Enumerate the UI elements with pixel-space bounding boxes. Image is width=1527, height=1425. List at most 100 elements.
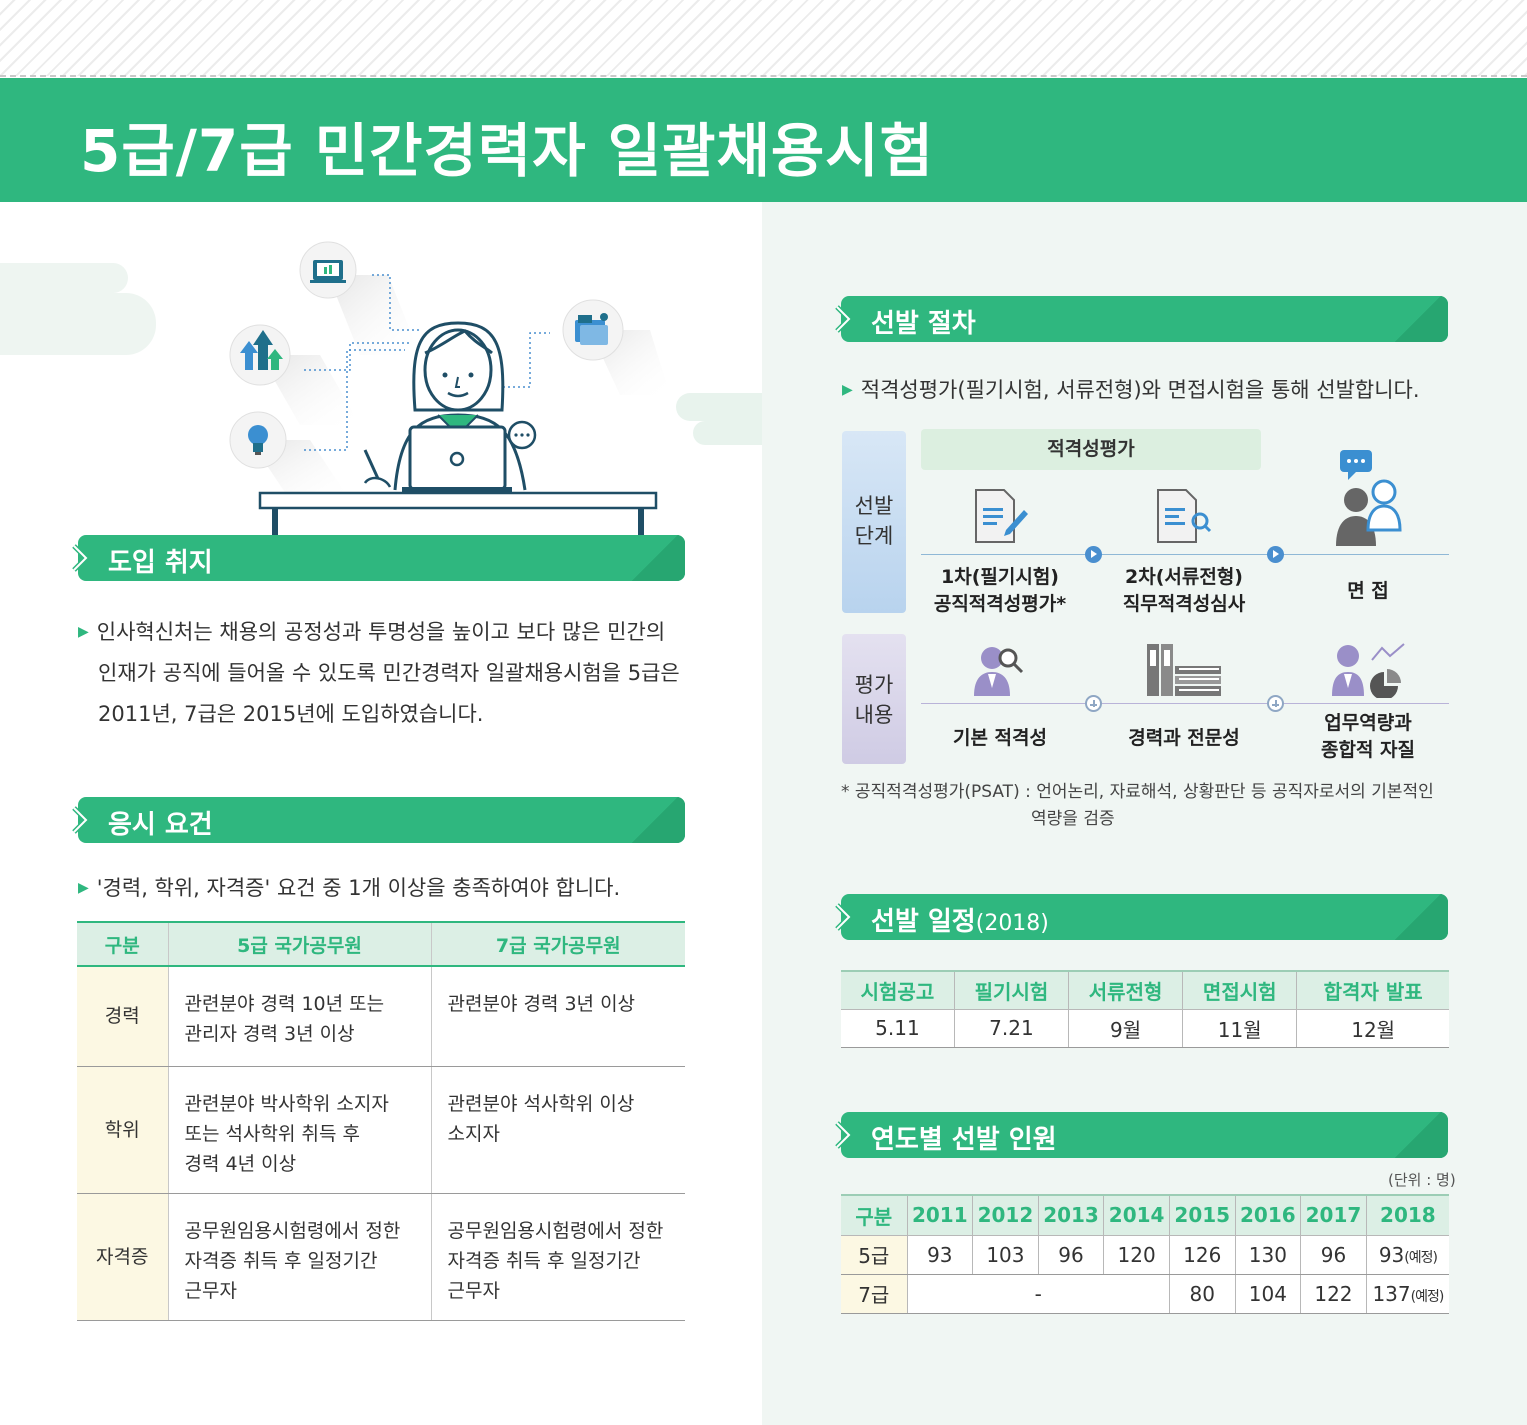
requirements-lead: ▶'경력, 학위, 자격증' 요건 중 1개 이상을 충족하여야 합니다.	[78, 876, 621, 900]
table-row: 경력 관련분야 경력 10년 또는 관리자 경력 3년 이상 관련분야 경력 3…	[77, 966, 685, 1067]
eval-label-box: 평가 내용	[842, 634, 906, 764]
section-title: 도입 취지	[108, 548, 213, 578]
table-cell: 120	[1103, 1234, 1170, 1275]
row-label: 5급	[841, 1234, 907, 1275]
decor-shape	[0, 293, 156, 355]
row-category: 경력	[77, 966, 168, 1067]
table-header: 서류전형	[1068, 970, 1183, 1009]
section-header-yearly: 연도별 선발 인원	[835, 1112, 1448, 1158]
intro-text: ▶인사혁신처는 채용의 공정성과 투명성을 높이고 보다 많은 민간의 인재가 …	[78, 612, 688, 735]
section-header-procedure: 선발 절차	[835, 296, 1448, 342]
stage-label-box: 선발 단계	[842, 431, 906, 613]
table-row: 자격증 공무원임용시험령에서 정한 자격증 취득 후 일정기간 근무자 공무원임…	[77, 1193, 685, 1321]
chevron-right-icon	[72, 806, 90, 834]
g5-cell: 관련분야 박사학위 소지자 또는 석사학위 취득 후 경력 4년 이상	[167, 1066, 431, 1194]
table-header: 시험공고	[841, 970, 955, 1009]
table-cell: 122	[1300, 1273, 1367, 1314]
section-title: 응시 요건	[108, 810, 213, 840]
requirements-table: 구분 5급 국가공무원 7급 국가공무원 경력 관련분야 경력 10년 또는 관…	[77, 921, 685, 1321]
decor-shape	[0, 263, 128, 293]
table-cell: 5.11	[841, 1008, 955, 1048]
table-cell: -	[906, 1273, 1170, 1314]
table-header: 2013	[1037, 1194, 1104, 1235]
section-title: 선발 절차	[871, 309, 976, 339]
decor-shape	[676, 393, 762, 421]
illustration-worker	[229, 241, 670, 538]
g5-cell: 관련분야 경력 10년 또는 관리자 경력 3년 이상	[167, 966, 431, 1067]
interview-people-icon	[1336, 450, 1402, 546]
monitor-chart-icon	[299, 241, 357, 299]
footnote: * 공직적격성평가(PSAT) : 언어논리, 자료해석, 상황판단 등 공직자…	[841, 782, 1434, 829]
growth-arrows-icon	[229, 324, 291, 386]
procedure-lead: ▶적격성평가(필기시험, 서류전형)와 면접시험을 통해 선발합니다.	[842, 378, 1420, 402]
table-header: 합격자 발표	[1296, 970, 1449, 1009]
table-header: 7급 국가공무원	[430, 921, 685, 967]
table-cell: 126	[1168, 1234, 1236, 1275]
eval-content-label: 경력과 전문성	[1128, 727, 1240, 749]
lightbulb-icon	[229, 411, 287, 469]
table-header: 2014	[1103, 1194, 1170, 1235]
table-header: 2018	[1365, 1194, 1449, 1235]
table-cell: 104	[1234, 1273, 1301, 1314]
table-cell: 9월	[1068, 1008, 1183, 1048]
table-header: 5급 국가공무원	[167, 921, 431, 967]
table-row: 5.11 7.21 9월 11월 12월	[841, 1008, 1449, 1048]
step-label: 면 접	[1347, 580, 1389, 602]
section-header-intro: 도입 취지	[72, 535, 685, 581]
table-header: 2017	[1300, 1194, 1367, 1235]
table-row: 5급 93 103 96 120 126 130 96 93(예정)	[841, 1234, 1449, 1275]
section-header-requirements: 응시 요건	[72, 797, 685, 843]
decor-shape	[693, 421, 762, 445]
triangle-bullet-icon: ▶	[842, 382, 853, 398]
g7-cell: 공무원임용시험령에서 정한 자격증 취득 후 일정기간 근무자	[430, 1193, 685, 1321]
arrow-right-icon	[1085, 546, 1102, 563]
document-pen-icon	[975, 489, 1028, 543]
row-label: 7급	[841, 1273, 907, 1314]
table-header: 2015	[1168, 1194, 1236, 1235]
table-cell: 93	[906, 1234, 973, 1275]
row-category: 자격증	[77, 1193, 168, 1321]
person-chart-icon	[1332, 643, 1405, 698]
table-header: 구분	[77, 921, 168, 967]
top-pattern	[0, 0, 1527, 76]
table-row: 7급 - 80 104 122 137(예정)	[841, 1273, 1449, 1314]
person-search-icon	[974, 647, 1024, 696]
chevron-right-icon	[835, 1121, 853, 1149]
table-header: 2011	[906, 1194, 973, 1235]
section-title: 연도별 선발 인원	[871, 1125, 1057, 1155]
intro-line: 2011년, 7급은 2015년에 도입하였습니다.	[98, 702, 484, 726]
g7-cell: 관련분야 경력 3년 이상	[430, 966, 685, 1067]
step-label: 1차(필기시험)공직적격성평가*	[933, 566, 1067, 615]
stage-line	[921, 554, 1449, 555]
g5-cell: 공무원임용시험령에서 정한 자격증 취득 후 일정기간 근무자	[167, 1193, 431, 1321]
books-icon	[1147, 644, 1221, 696]
triangle-bullet-icon: ▶	[78, 880, 89, 896]
section-title: 선발 일정(2018)	[871, 907, 1049, 937]
chevron-right-icon	[72, 544, 90, 572]
document-search-icon	[1157, 489, 1212, 543]
intro-line: ▶인사혁신처는 채용의 공정성과 투명성을 높이고 보다 많은 민간의	[78, 612, 688, 653]
table-cell: 12월	[1296, 1008, 1449, 1048]
table-cell: 80	[1168, 1273, 1236, 1314]
arrow-right-icon	[1267, 546, 1284, 563]
plus-icon	[1085, 695, 1102, 712]
table-header: 면접시험	[1182, 970, 1297, 1009]
page-title: 5급/7급 민간경력자 일괄채용시험	[80, 117, 934, 185]
g7-cell: 관련분야 석사학위 이상 소지자	[430, 1066, 685, 1194]
yearly-table: 구분 2011 2012 2013 2014 2015 2016 2017 20…	[841, 1194, 1449, 1314]
triangle-bullet-icon: ▶	[78, 624, 89, 640]
chevron-right-icon	[835, 305, 853, 333]
unit-note: (단위 : 명)	[1388, 1171, 1456, 1189]
table-header: 2012	[972, 1194, 1039, 1235]
folder-icon	[562, 299, 624, 361]
schedule-table: 시험공고 필기시험 서류전형 면접시험 합격자 발표 5.11 7.21 9월 …	[841, 970, 1449, 1048]
eval-banner: 적격성평가	[921, 429, 1261, 470]
plus-icon	[1267, 695, 1284, 712]
eval-content-label: 기본 적격성	[952, 727, 1047, 749]
step-label: 2차(서류전형)직무적격성심사	[1122, 566, 1246, 615]
title-band	[0, 78, 1527, 202]
eval-line	[921, 703, 1449, 704]
chevron-right-icon	[835, 903, 853, 931]
top-divider	[0, 75, 1527, 77]
table-header: 필기시험	[953, 970, 1069, 1009]
